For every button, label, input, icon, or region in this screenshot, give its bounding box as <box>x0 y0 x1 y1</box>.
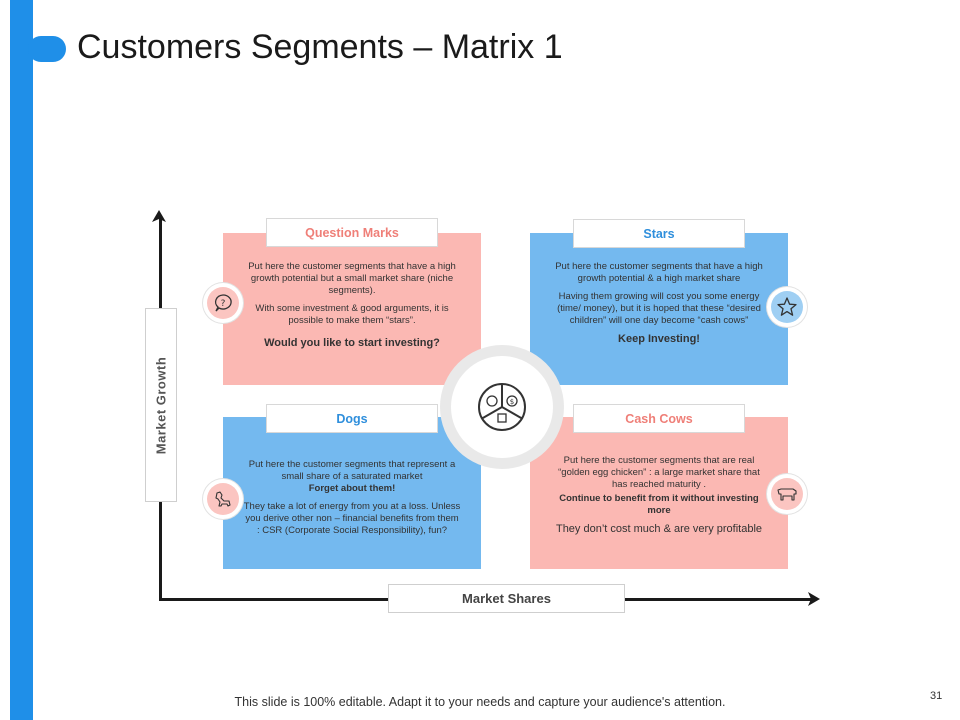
slide-title: Customers Segments – Matrix 1 <box>77 28 563 66</box>
y-axis-arrow-icon <box>152 210 166 222</box>
question-marks-cta: Would you like to start investing? <box>264 337 440 349</box>
stars-box: Put here the customer segments that have… <box>530 233 788 385</box>
market-growth-text: Market Growth <box>153 356 169 454</box>
left-accent-bar <box>10 0 33 720</box>
market-shares-axis-label: Market Shares <box>388 584 625 613</box>
dog-icon <box>215 491 231 507</box>
segments-pie-icon: $ <box>478 383 526 431</box>
slide-footer: This slide is 100% editable. Adapt it to… <box>234 695 726 709</box>
question-icon: ? <box>214 294 232 312</box>
tab-cash-cows: Cash Cows <box>573 404 745 433</box>
dogs-desc-2: They take a lot of energy from you at a … <box>243 501 461 536</box>
question-marks-text: Put here the customer segments that have… <box>243 261 461 355</box>
svg-text:?: ? <box>221 299 226 309</box>
dogs-text: Put here the customer segments that repr… <box>243 459 461 543</box>
cow-icon <box>777 488 797 501</box>
center-circle: $ <box>451 356 553 458</box>
title-accent-pill <box>28 36 66 62</box>
question-marks-box: Put here the customer segments that have… <box>223 233 481 385</box>
stars-cta: Keep Investing! <box>618 333 700 345</box>
stars-desc: Put here the customer segments that have… <box>555 261 763 284</box>
x-axis-arrow-icon <box>808 592 820 606</box>
svg-text:$: $ <box>510 398 514 406</box>
page-number: 31 <box>930 690 943 702</box>
star-icon <box>777 297 797 316</box>
dogs-box: Put here the customer segments that repr… <box>223 417 481 569</box>
cash-cows-text: Put here the customer segments that are … <box>550 455 768 541</box>
question-marks-desc-2: With some investment & good arguments, i… <box>255 303 449 326</box>
cash-cows-desc: Put here the customer segments that are … <box>558 455 760 490</box>
cash-cows-profitable: They don’t cost much & are very profitab… <box>555 523 763 535</box>
stars-desc-2: Having them growing will cost you some e… <box>557 291 761 326</box>
question-marks-desc: Put here the customer segments that have… <box>248 261 456 296</box>
dogs-forget: Forget about them! <box>308 483 396 494</box>
tab-stars: Stars <box>573 219 745 248</box>
tab-dogs: Dogs <box>266 404 438 433</box>
stars-icon-badge <box>767 287 807 327</box>
stars-text: Put here the customer segments that have… <box>550 261 768 351</box>
tab-question-marks: Question Marks <box>266 218 438 247</box>
dogs-desc: Put here the customer segments that repr… <box>248 459 456 482</box>
market-growth-axis-label: Market Growth <box>145 308 177 502</box>
cash-cows-icon-badge <box>767 474 807 514</box>
dogs-icon-badge <box>203 479 243 519</box>
question-marks-icon-badge: ? <box>203 283 243 323</box>
cash-cows-continue: Continue to benefit from it without inve… <box>559 493 759 516</box>
cash-cows-box: Put here the customer segments that are … <box>530 417 788 569</box>
